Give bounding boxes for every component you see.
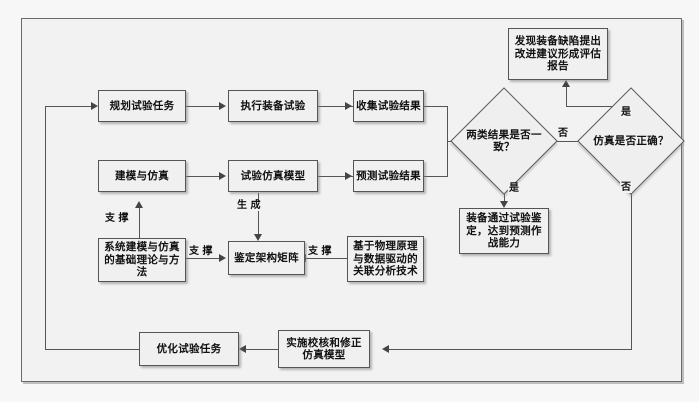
arrow-into-execute-test: [219, 102, 226, 110]
arrow-into-plan-task: [91, 102, 98, 110]
line-support-theory-to-modeling: [139, 207, 140, 239]
edge-label-yes-consistency: 是: [508, 183, 520, 194]
line-collect-out: [424, 106, 448, 107]
node-correlation-analysis-label: 基于物理原理与数据驱动的关联分析技术: [353, 240, 418, 278]
node-modeling-and-simulation[interactable]: 建模与仿真: [98, 160, 186, 192]
node-equipment-pass-label: 装备通过试验鉴定，达到预测作战能力: [466, 212, 542, 250]
line-support-correlation-to-matrix: [305, 258, 347, 259]
node-collect-test-results-label: 收集试验结果: [356, 99, 421, 112]
node-collect-test-results[interactable]: 收集试验结果: [353, 90, 424, 122]
arrow-into-report: [562, 80, 570, 87]
line-generate-vertical: [258, 193, 259, 238]
edge-label-yes-simulation: 是: [620, 107, 632, 118]
node-find-defects-report-label: 发现装备缺陷提出改进建议形成评估报告: [514, 35, 602, 73]
arrow-generate-into-matrix: [254, 234, 262, 241]
node-execute-equipment-test-label: 执行装备试验: [240, 99, 306, 112]
edge-label-support-up: 支 撑: [104, 213, 130, 224]
node-test-simulation-model[interactable]: 试验仿真模型: [228, 160, 318, 192]
line-verify-to-optimize: [245, 349, 278, 350]
edge-label-support-right: 支 撑: [188, 246, 214, 257]
arrow-support-into-matrix-left: [219, 254, 226, 262]
arrow-into-optimize-task: [239, 345, 246, 353]
arrow-into-equipment-pass: [500, 201, 508, 208]
node-optimize-test-task-label: 优化试验任务: [156, 342, 222, 355]
node-plan-test-task-label: 规划试验任务: [109, 99, 175, 112]
line-execute-to-collect: [318, 106, 353, 107]
edge-label-support-left: 支 撑: [307, 246, 333, 257]
node-correlation-analysis[interactable]: 基于物理原理与数据驱动的关联分析技术: [347, 236, 424, 282]
edge-label-no-simulation: 否: [620, 182, 632, 193]
line-bottom-return: [389, 349, 632, 350]
line-left-feedback-top: [45, 106, 95, 107]
node-system-modeling-theory-label: 系统建模与仿真的基础理论与方法: [104, 241, 180, 279]
arrow-into-verify-model: [382, 345, 389, 353]
line-modeling-to-simmodel: [186, 176, 224, 177]
arrow-into-sim-model: [219, 172, 226, 180]
line-diamond2-no-vertical: [631, 176, 632, 349]
node-system-modeling-theory[interactable]: 系统建模与仿真的基础理论与方法: [98, 238, 186, 282]
node-optimize-test-task[interactable]: 优化试验任务: [139, 332, 239, 366]
line-support-theory-to-matrix: [186, 258, 224, 259]
node-execute-equipment-test[interactable]: 执行装备试验: [228, 90, 318, 122]
decision-results-consistent[interactable]: 两类结果是否一致？: [450, 87, 558, 195]
line-left-feedback-vertical: [45, 106, 46, 349]
node-modeling-and-simulation-label: 建模与仿真: [115, 169, 169, 182]
arrow-support-up-modeling: [135, 201, 143, 208]
decision-results-consistent-label: 两类结果是否一致？: [466, 128, 542, 154]
line-diamond2-yes-horizontal: [566, 106, 632, 107]
line-simmodel-to-predict: [318, 176, 353, 177]
decision-simulation-correct-label: 仿真是否正确？: [593, 134, 669, 147]
node-predict-test-results-label: 预测试验结果: [356, 169, 421, 182]
line-predict-out: [424, 176, 448, 177]
line-plan-to-execute: [186, 106, 224, 107]
node-predict-test-results[interactable]: 预测试验结果: [353, 160, 424, 192]
edge-label-no-consistency: 否: [557, 128, 569, 139]
arrow-into-predict-results: [345, 172, 352, 180]
node-identification-matrix[interactable]: 鉴定架构矩阵: [228, 241, 305, 275]
line-into-report-vertical: [566, 86, 567, 107]
node-find-defects-report[interactable]: 发现装备缺陷提出改进建议形成评估报告: [508, 28, 608, 80]
arrow-into-collect-results: [345, 102, 352, 110]
line-left-feedback-bottom: [45, 349, 139, 350]
node-plan-test-task[interactable]: 规划试验任务: [98, 90, 186, 122]
decision-simulation-correct[interactable]: 仿真是否正确？: [577, 87, 685, 195]
edge-label-generate: 生 成: [236, 200, 262, 211]
node-verify-and-correct-model-label: 实施校核和修正仿真模型: [286, 336, 362, 362]
line-diamond1-no: [541, 141, 592, 142]
node-identification-matrix-label: 鉴定架构矩阵: [234, 251, 299, 264]
node-equipment-pass[interactable]: 装备通过试验鉴定，达到预测作战能力: [459, 208, 549, 254]
node-verify-and-correct-model[interactable]: 实施校核和修正仿真模型: [278, 330, 370, 368]
node-test-simulation-model-label: 试验仿真模型: [240, 169, 306, 182]
